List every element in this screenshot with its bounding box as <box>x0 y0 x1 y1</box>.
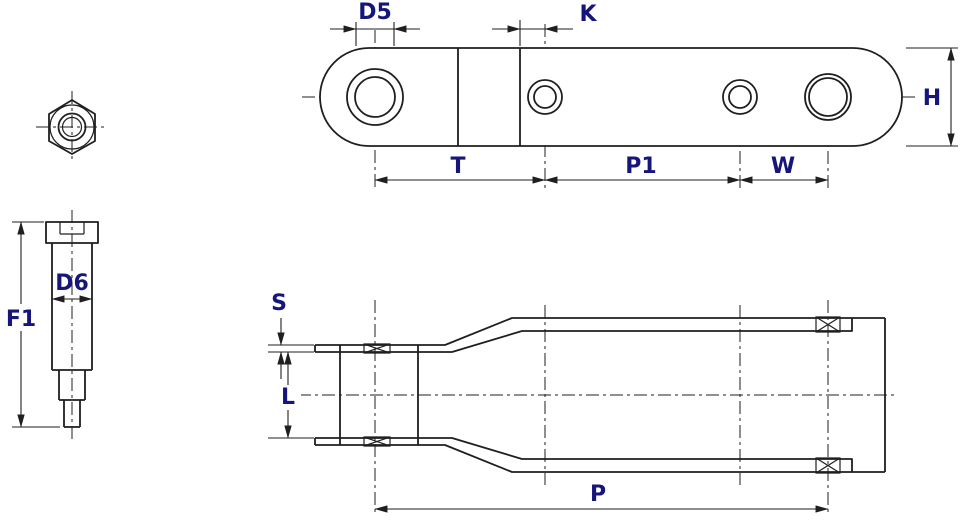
dim-label-p: P <box>590 482 606 507</box>
pin-head-slot <box>59 222 85 235</box>
pin-tip-outline <box>63 400 81 428</box>
pin-head-outline <box>45 221 99 244</box>
dim-label-s: S <box>271 291 287 316</box>
dim-d6: D6 <box>51 271 93 303</box>
link-inner-contour <box>315 318 853 472</box>
dim-label-d5: D5 <box>358 0 392 25</box>
dim-label-t: T <box>450 154 465 179</box>
dim-label-l-background <box>276 385 301 410</box>
plate-inner-edges <box>457 48 521 146</box>
dim-h: H <box>906 47 958 147</box>
dim-pitch-chain: T P1 W <box>374 154 829 184</box>
dim-label-w: W <box>771 154 795 179</box>
dim-label-f1: F1 <box>6 307 36 332</box>
dim-label-l: L <box>281 385 295 410</box>
link-centerlines <box>298 300 898 516</box>
pin-section-marks-right <box>815 316 841 474</box>
roller-hole-inner <box>808 77 848 117</box>
dim-label-p1: P1 <box>625 154 656 179</box>
dim-label-d6: D6 <box>55 271 89 296</box>
nut-bore-outer-circle <box>57 112 87 142</box>
bushing-hole-inner <box>354 76 396 118</box>
dim-k: K <box>492 2 597 46</box>
pin-hole-2-inner <box>728 85 752 109</box>
dim-label-f1-background <box>3 304 39 331</box>
nut-hexagon-outline <box>48 99 96 155</box>
dim-p: P <box>374 482 829 513</box>
pin-side-view: D6 F1 <box>3 210 99 440</box>
dim-f1: F1 <box>3 221 60 428</box>
dim-ext-s <box>268 344 314 353</box>
pin-section-marks-left <box>363 343 391 447</box>
nut-chamfer-circle <box>49 104 95 150</box>
pin-hole-1-inner <box>533 85 557 109</box>
dim-s: S <box>268 291 314 379</box>
link-plate-outline <box>319 47 903 147</box>
link-outer-contour <box>315 317 886 473</box>
dim-label-k: K <box>579 2 597 27</box>
dim-l: L <box>268 351 314 439</box>
link-barrel-edges <box>339 345 419 445</box>
dim-label-h: H <box>923 86 941 111</box>
nut-bore-inner-circle <box>61 116 83 138</box>
nut-top-view <box>36 91 108 163</box>
dim-d5: D5 <box>330 0 420 46</box>
link-profile-view: S L P <box>268 291 898 516</box>
plate-side-view: D5 K H T P1 W <box>302 0 958 190</box>
nut-centerlines <box>36 91 108 163</box>
